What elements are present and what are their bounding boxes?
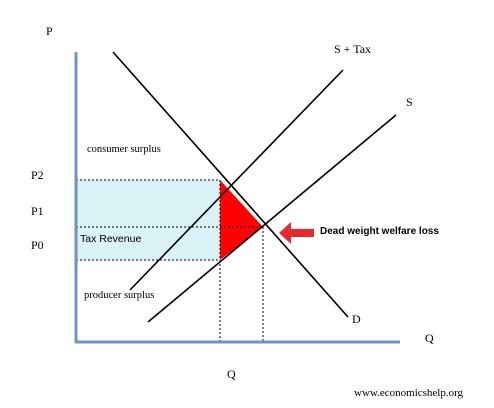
demand-label: D (352, 312, 361, 326)
demand-curve (112, 51, 349, 318)
supply-label: S (406, 95, 413, 109)
tax-revenue-label: Tax Revenue (80, 233, 141, 245)
price-label-p2: P2 (31, 168, 44, 182)
deadweight-loss-triangle (220, 180, 263, 260)
supply-curve (147, 114, 397, 323)
q-label: Q (227, 367, 236, 381)
arrow-icon (279, 222, 314, 244)
watermark: www.economicshelp.org (354, 387, 464, 399)
supply-tax-curve (129, 69, 344, 291)
consumer-surplus-label: consumer surplus (87, 144, 161, 155)
price-label-p0: P0 (31, 238, 44, 252)
supply-tax-label: S + Tax (334, 42, 371, 56)
x-axis-label: Q (425, 331, 434, 345)
tax-revenue-area (76, 180, 220, 260)
y-axis-label: P (46, 24, 53, 38)
deadweight-loss-label: Dead weight welfare loss (320, 226, 439, 237)
producer-surplus-label: producer surplus (84, 290, 154, 301)
price-label-p1: P1 (31, 204, 44, 218)
